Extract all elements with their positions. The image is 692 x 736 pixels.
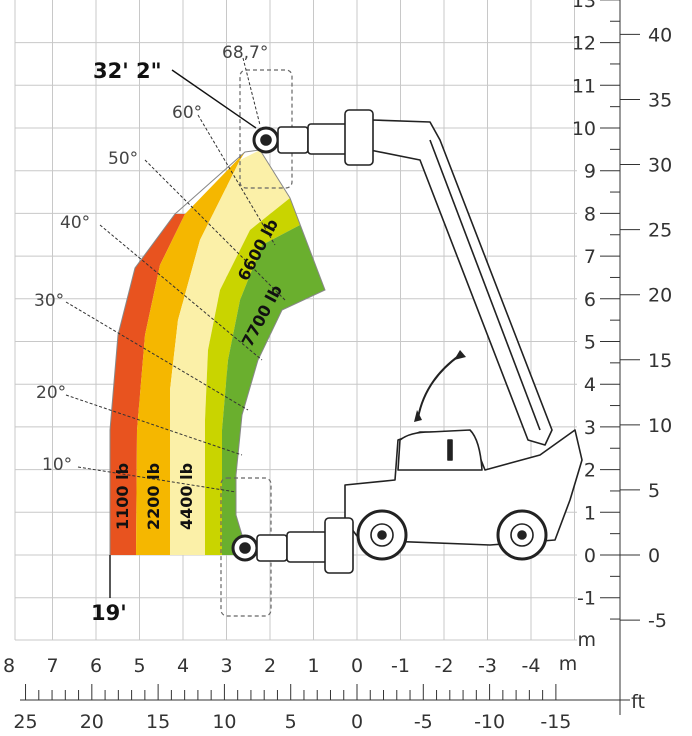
x-tick-label-ft: 0 (351, 711, 363, 733)
angle-label-20: 20° (36, 383, 66, 403)
axis-labels: -1012345678910111213m-505101520253035408… (3, 0, 672, 733)
x-tick-label-m: 5 (133, 655, 145, 677)
y-tick-label-m: 11 (572, 75, 596, 97)
zone-4400lb (170, 150, 290, 555)
x-unit-ft: ft (631, 691, 645, 713)
y-tick-label-m: 4 (584, 374, 596, 396)
rotation-arrow-icon (417, 354, 461, 419)
x-tick-label-m: -4 (522, 655, 541, 677)
x-tick-label-ft: -15 (540, 711, 571, 733)
angle-label-30: 30° (34, 291, 64, 311)
x-tick-label-m: -2 (435, 655, 454, 677)
telehandler-machine (231, 109, 583, 574)
y-tick-label-ft: -5 (648, 610, 667, 632)
y-tick-label-ft: 35 (648, 89, 672, 111)
x-tick-label-m: 8 (3, 655, 15, 677)
y-tick-label-m: 12 (572, 33, 596, 55)
y-tick-label-ft: 20 (648, 285, 672, 307)
y-tick-label-m: -1 (577, 588, 596, 610)
zone-1100lb (110, 214, 185, 555)
max-reach-label: 19' (91, 601, 127, 625)
x-tick-label-ft: -10 (474, 711, 505, 733)
x-tick-label-m: 3 (220, 655, 232, 677)
y-tick-label-m: 10 (572, 118, 596, 140)
x-tick-label-m: -1 (391, 655, 410, 677)
y-tick-label-ft: 15 (648, 350, 672, 372)
x-tick-label-ft: -5 (414, 711, 433, 733)
y-tick-label-m: 1 (584, 502, 596, 524)
zone-7700lb (222, 225, 325, 555)
y-tick-label-m: 3 (584, 417, 596, 439)
x-tick-label-m: 1 (307, 655, 319, 677)
cab (397, 429, 483, 471)
x-tick-label-ft: 15 (146, 711, 170, 733)
y-tick-label-m: 5 (584, 332, 596, 354)
y-tick-label-ft: 30 (648, 155, 672, 177)
y-tick-label-m: 8 (584, 203, 596, 225)
x-tick-label-ft: 10 (212, 711, 236, 733)
x-tick-label-ft: 25 (13, 711, 37, 733)
y-tick-label-ft: 5 (648, 480, 660, 502)
zone-label-4400lb: 4400 lb (177, 463, 196, 530)
y-tick-label-ft: 40 (648, 24, 672, 46)
y-tick-label-ft: 10 (648, 415, 672, 437)
y-tick-label-m: 2 (584, 460, 596, 482)
angle-label-10: 10° (42, 455, 72, 475)
x-tick-label-m: 2 (264, 655, 276, 677)
y-tick-label-ft: 25 (648, 220, 672, 242)
y-tick-label-m: 7 (584, 246, 596, 268)
y-tick-label-m: 13 (572, 0, 596, 12)
zone-label-2200lb: 2200 lb (144, 463, 163, 530)
x-tick-label-m: -3 (478, 655, 497, 677)
max-height-label: 32' 2" (93, 59, 162, 83)
x-tick-label-m: 4 (177, 655, 189, 677)
x-tick-label-m: 0 (351, 655, 363, 677)
y-tick-label-m: 6 (584, 289, 596, 311)
boom (369, 119, 553, 446)
top-attachment-box (239, 69, 293, 189)
y-tick-label-ft: 0 (648, 545, 660, 567)
angle-label-50: 50° (108, 149, 138, 169)
angle-label-40: 40° (60, 213, 90, 233)
axes (20, 0, 640, 715)
zone-2200lb (136, 152, 245, 555)
angle-lines (65, 57, 286, 493)
x-tick-label-m: 7 (46, 655, 58, 677)
zone-label-1100lb: 1100 lb (113, 463, 132, 530)
angle-label-60: 60° (172, 103, 202, 123)
x-tick-label-ft: 5 (285, 711, 297, 733)
zone-6600lb (205, 198, 300, 555)
x-tick-label-m: 6 (90, 655, 102, 677)
y-tick-label-m: 0 (584, 545, 596, 567)
x-unit-m: m (559, 653, 578, 675)
angle-label-68-7: 68,7° (222, 43, 268, 63)
load-zones (109, 149, 326, 555)
y-unit-m: m (577, 629, 596, 651)
x-tick-label-ft: 20 (80, 711, 104, 733)
y-tick-label-m: 9 (584, 161, 596, 183)
